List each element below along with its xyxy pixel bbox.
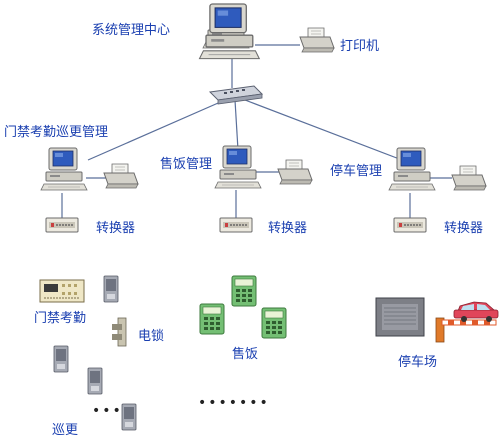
patrol-ellipsis: ••• [92,403,123,419]
converter-label-3: 转换器 [444,221,484,236]
printer-icon [299,27,335,53]
meal-terminal-label: 售饭 [232,347,259,362]
meal-terminal-icon [231,275,257,307]
converter-icon [219,217,253,233]
printer-icon [277,159,313,185]
converter-label-2: 转换器 [268,221,308,236]
patrol-reader-icon [87,367,103,395]
center-label: 系统管理中心 [92,23,171,38]
printer-label: 打印机 [340,39,380,54]
patrol-label: 巡更 [52,423,79,438]
meal-ellipsis: ••••••• [198,395,270,411]
access-controller-icon [39,279,85,303]
meal-label: 售饭管理 [160,157,213,172]
parking-reader-icon [375,297,425,337]
electric-lock-label: 电锁 [138,329,165,344]
parking-computer [388,147,436,191]
car-icon [453,301,499,322]
card-reader-icon [103,275,119,303]
door-attendance-label: 门禁考勤 [34,311,87,326]
converter-label-1: 转换器 [96,221,136,236]
car-park-label: 停车场 [398,355,438,370]
printer-icon [451,165,487,191]
printer-icon [103,163,139,189]
network-hub-icon [208,85,264,105]
converter-icon [45,217,79,233]
patrol-reader-icon [121,403,137,431]
parking-label: 停车管理 [330,164,383,179]
access-computer [40,147,88,191]
meal-terminal-icon [261,307,287,339]
patrol-reader-icon [53,345,69,373]
converter-icon [393,217,427,233]
meal-terminal-icon [199,303,225,335]
access-label: 门禁考勤巡更管理 [4,125,109,140]
electric-lock-icon [112,317,127,347]
meal-computer [214,145,262,189]
connection-lines [61,44,452,218]
parking-barrier-icon [435,317,497,343]
